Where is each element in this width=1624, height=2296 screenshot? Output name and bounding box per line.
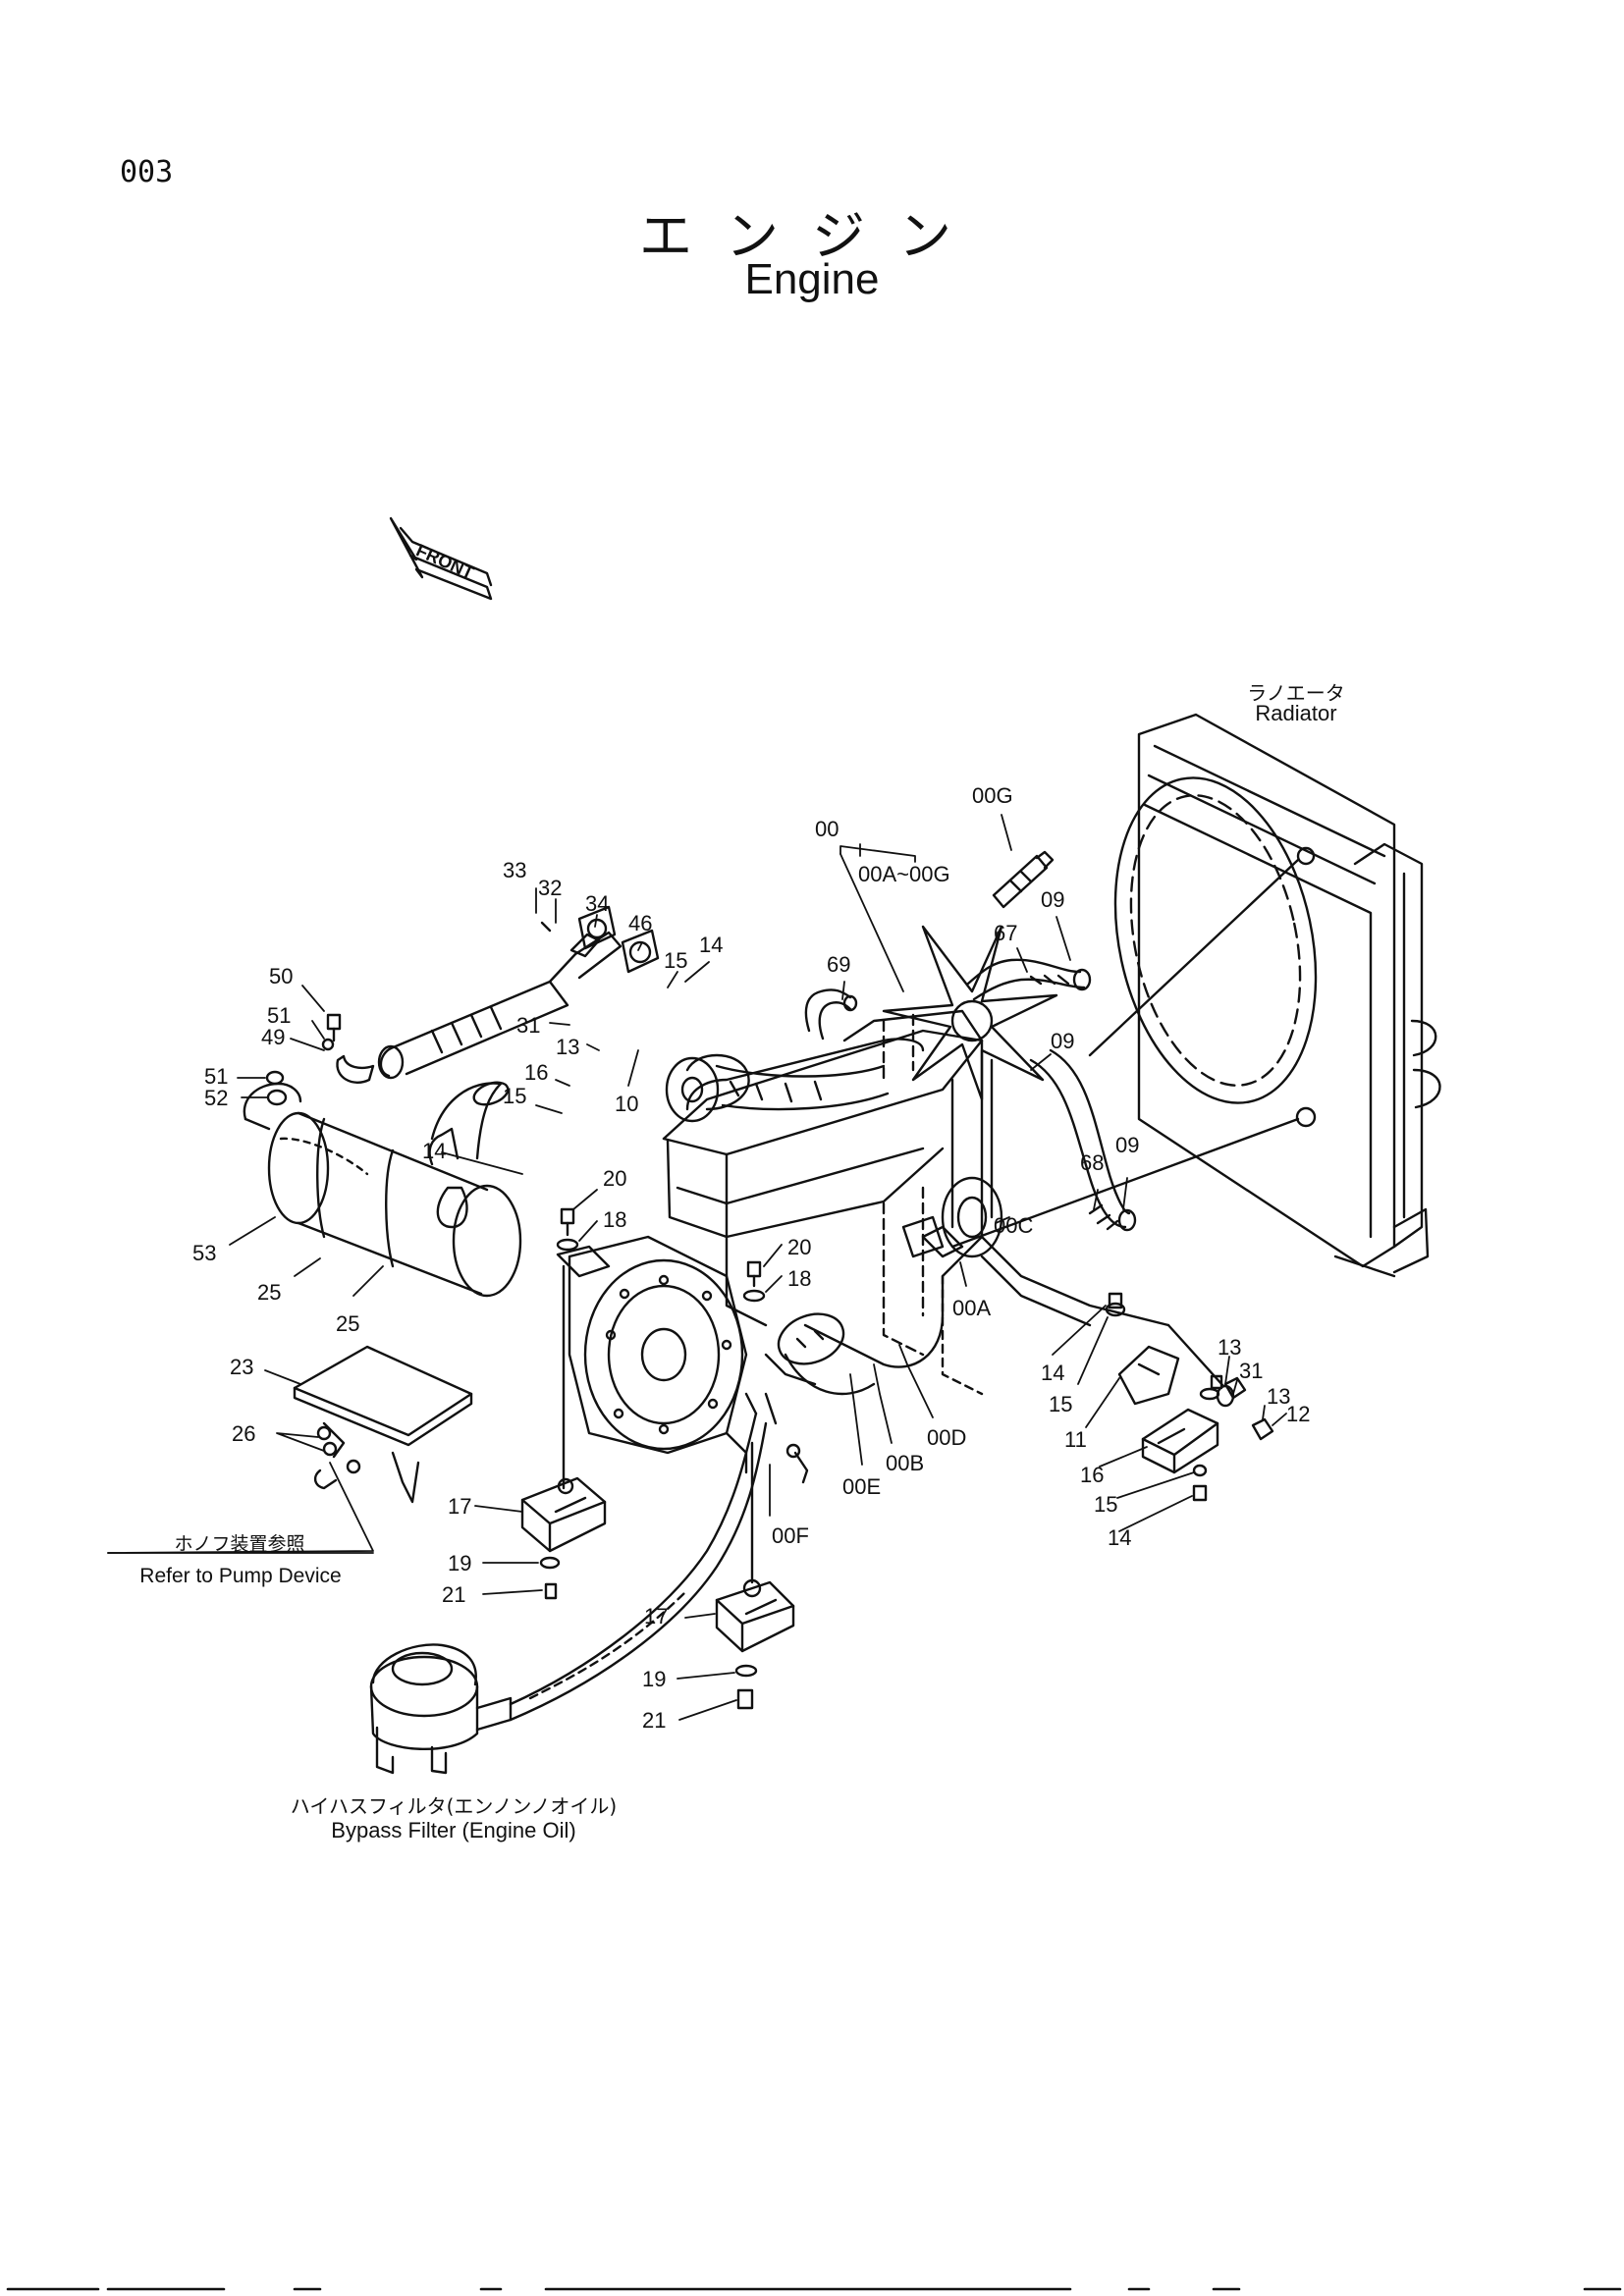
callout: 20 [603, 1166, 627, 1191]
callout: 31 [1239, 1359, 1264, 1383]
caption-bypass-filter-jp: ハイハスフィルタ(エンノンノオイル) [290, 1794, 618, 1818]
callout: 09 [1041, 887, 1065, 912]
page-title-japanese: エンジン [639, 205, 985, 267]
callout: 16 [1080, 1463, 1105, 1487]
callout: 09 [1115, 1133, 1140, 1157]
callout: 15 [664, 948, 688, 973]
callout: 17 [448, 1494, 472, 1519]
callout: 20 [787, 1235, 812, 1259]
callout: 32 [538, 876, 563, 900]
caption-radiator: Radiator [1255, 701, 1337, 725]
bolts-20-18 [556, 1207, 766, 1303]
callout: 52 [204, 1086, 229, 1110]
exhaust-pipe [377, 931, 623, 1080]
callout: 16 [524, 1060, 549, 1085]
callout: 00D [927, 1425, 967, 1450]
callout: 25 [336, 1311, 360, 1336]
callout: 14 [1041, 1361, 1065, 1385]
callout: 13 [556, 1035, 580, 1059]
callout: 15 [1094, 1492, 1118, 1517]
callout: 21 [642, 1708, 667, 1733]
callout: 13 [1218, 1335, 1242, 1360]
callout: 00E [842, 1474, 882, 1499]
callout: 18 [787, 1266, 812, 1291]
radiator-mount-leader [1088, 858, 1300, 1057]
exhaust-manifold [665, 1053, 890, 1123]
callout: 14 [422, 1139, 447, 1163]
callout: 21 [442, 1582, 466, 1607]
engine-mount-rear [715, 1441, 795, 1710]
callout: 18 [603, 1207, 627, 1232]
callout: 46 [628, 911, 653, 935]
callout: 09 [1051, 1029, 1075, 1053]
callout: 14 [699, 933, 724, 957]
caption-bypass-filter: Bypass Filter (Engine Oil) [331, 1818, 576, 1842]
callout: 26 [232, 1421, 256, 1446]
callout: 25 [257, 1280, 282, 1305]
callout: 31 [516, 1013, 541, 1038]
caption-radiator-jp: ラノエータ [1247, 681, 1345, 705]
engine-block [662, 1009, 1170, 1396]
callout: 10 [615, 1092, 639, 1116]
page-number: 003 [120, 155, 174, 189]
exhaust-flange [540, 905, 660, 974]
callout-leaders [107, 814, 1287, 1721]
callout: 34 [585, 891, 610, 916]
radiator [1113, 713, 1441, 1278]
starter-motor [764, 1312, 876, 1396]
callout: 13 [1267, 1384, 1291, 1409]
radiator-lower-leader [950, 1117, 1300, 1249]
callout: 14 [1108, 1525, 1132, 1550]
alternator-bracket [921, 1225, 964, 1258]
callout: 19 [642, 1667, 667, 1691]
temperature-sensor-00G [992, 850, 1055, 909]
callout: 67 [994, 921, 1018, 945]
callout: 00G [972, 783, 1013, 808]
cooling-fan [882, 925, 1058, 1258]
callout: 49 [261, 1025, 286, 1049]
callout: 12 [1286, 1402, 1311, 1426]
muffler [243, 1081, 522, 1298]
callout: 33 [503, 858, 527, 882]
callout: 00C [994, 1213, 1034, 1238]
engine-mount-right [1105, 1292, 1274, 1502]
lower-radiator-hose [1029, 1048, 1137, 1232]
caption-assy-range: 00A~00G [858, 862, 950, 886]
engine-mount-left [520, 1264, 607, 1600]
bypass-filter [369, 1392, 809, 1775]
callout: 00A [952, 1296, 992, 1320]
callout: 69 [827, 952, 851, 977]
callout: 15 [503, 1084, 527, 1108]
callout: 51 [267, 1003, 292, 1028]
callout: 50 [269, 964, 294, 988]
callout: 68 [1080, 1150, 1105, 1175]
callout: 00 [815, 817, 839, 841]
callout: 15 [1049, 1392, 1073, 1416]
front-arrow-icon: FRONT [389, 516, 493, 601]
caption-pump-jp: ホノフ装置参照 [174, 1533, 305, 1555]
callout: 17 [644, 1604, 669, 1629]
caption-pump-device: Refer to Pump Device [139, 1565, 342, 1587]
callout: 11 [1064, 1427, 1087, 1452]
callout: 51 [204, 1064, 229, 1089]
callout: 53 [192, 1241, 217, 1265]
callout: 00F [772, 1523, 809, 1548]
callout: 19 [448, 1551, 472, 1575]
callout: 23 [230, 1355, 254, 1379]
callout: 00B [886, 1451, 925, 1475]
page-title: Engine [744, 255, 880, 303]
muffler-bracket [293, 1345, 473, 1504]
flywheel-housing [556, 1235, 748, 1474]
